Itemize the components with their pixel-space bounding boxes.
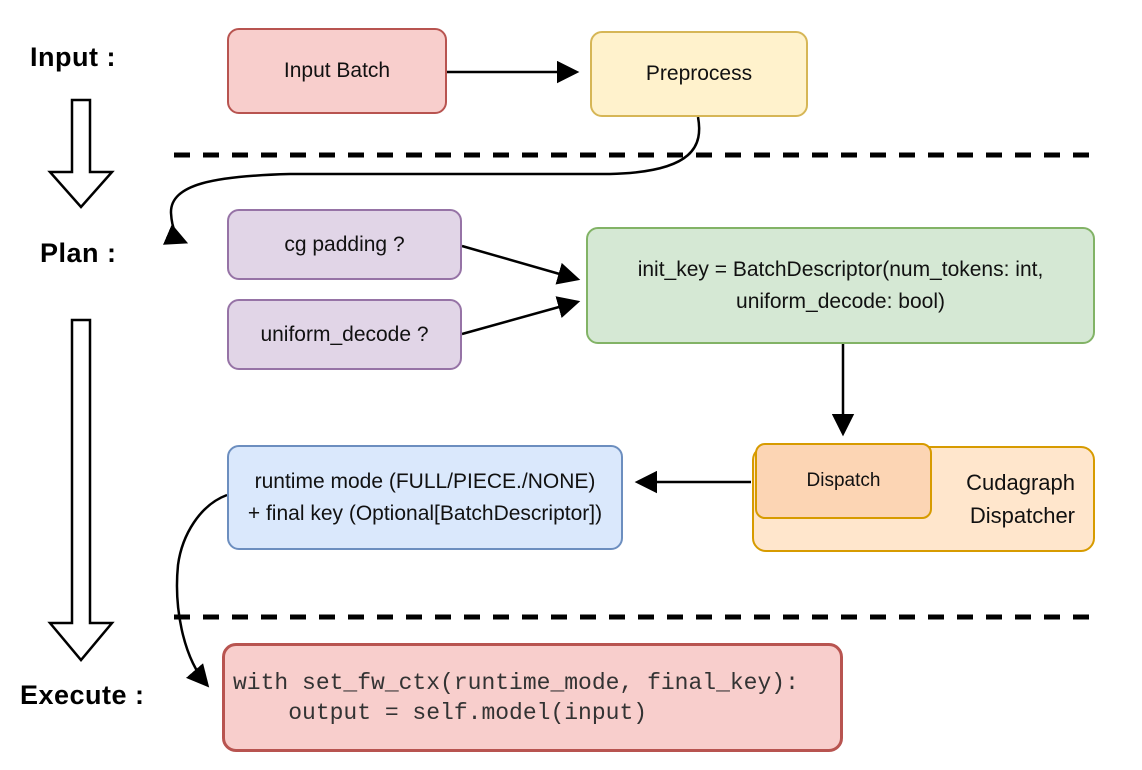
connector-preprocess-to-cgpadding xyxy=(162,116,701,245)
connector-uniformdecode-to-initkey xyxy=(461,296,581,336)
node-init-key-line2: uniform_decode: bool) xyxy=(736,289,945,313)
node-input-batch-label: Input Batch xyxy=(283,59,391,83)
node-runtime-result-line2: + final key (Optional[BatchDescriptor]) xyxy=(247,501,603,525)
node-init-key: init_key = BatchDescriptor(num_tokens: i… xyxy=(586,227,1095,344)
stage-label-execute: Execute : xyxy=(20,680,145,710)
connector-runtime-to-executecode xyxy=(175,493,228,688)
connector-cgpadding-to-initkey xyxy=(461,244,581,285)
node-cudagraph-dispatcher-line2: Dispatcher xyxy=(969,503,1075,528)
plan-stage-down-arrow xyxy=(47,318,115,662)
node-execute-code-line2: output = self.model(input) xyxy=(233,699,648,726)
node-cudagraph-dispatcher-line1: Cudagraph xyxy=(966,470,1075,495)
node-cg-padding-label: cg padding ? xyxy=(284,232,405,256)
node-input-batch: Input Batch xyxy=(227,28,447,114)
node-execute-code-line1: with set_fw_ctx(runtime_mode, final_key)… xyxy=(233,669,799,696)
node-uniform-decode: uniform_decode ? xyxy=(227,299,462,370)
node-init-key-line1: init_key = BatchDescriptor(num_tokens: i… xyxy=(637,257,1044,281)
node-cg-padding: cg padding ? xyxy=(227,209,462,280)
node-dispatch-label: Dispatch xyxy=(806,469,881,491)
stage-label-plan: Plan : xyxy=(40,238,117,268)
node-execute-code: with set_fw_ctx(runtime_mode, final_key)… xyxy=(222,643,843,752)
node-dispatch: Dispatch xyxy=(755,443,932,519)
node-runtime-result: runtime mode (FULL/PIECE./NONE) + final … xyxy=(227,445,623,550)
node-preprocess: Preprocess xyxy=(590,31,808,117)
stage-label-input: Input : xyxy=(30,42,116,72)
node-uniform-decode-label: uniform_decode ? xyxy=(260,322,429,346)
node-runtime-result-line1: runtime mode (FULL/PIECE./NONE) xyxy=(254,469,596,493)
input-stage-down-arrow xyxy=(47,98,115,209)
node-preprocess-label: Preprocess xyxy=(645,62,753,86)
